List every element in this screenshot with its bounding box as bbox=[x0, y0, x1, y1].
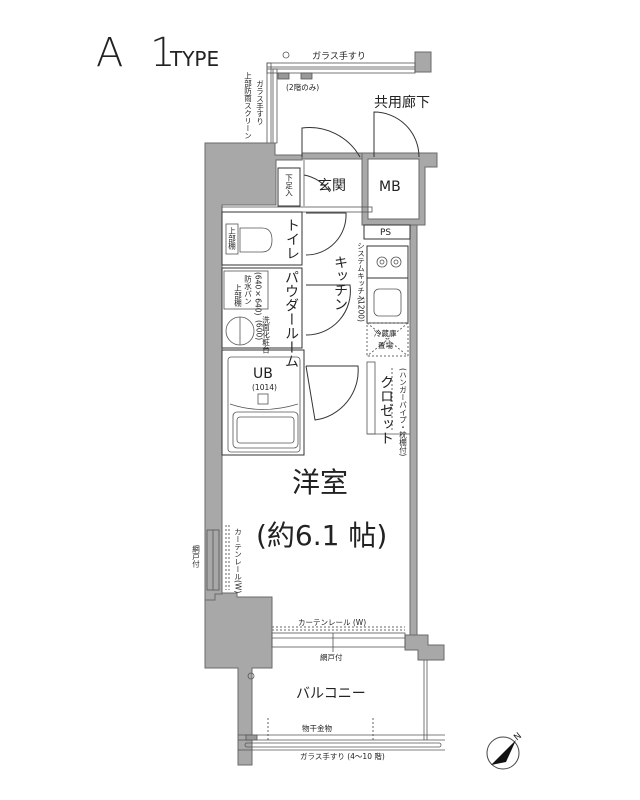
glass-handrail-left-label: ガラス手すり bbox=[255, 80, 264, 126]
front-door-swing bbox=[301, 127, 361, 158]
north-arrow-icon bbox=[491, 740, 516, 765]
toilet-tank bbox=[225, 223, 239, 255]
system-kitchen-size: (1200) bbox=[357, 297, 366, 322]
entrance-area: 下足入 玄関 MB bbox=[221, 111, 420, 213]
waterproof-pan-label: 防水パン bbox=[243, 274, 252, 305]
compass-circle bbox=[486, 736, 520, 770]
waterproof-pan bbox=[223, 270, 269, 310]
kitchen: 冷蔵庫 置場 システムキッチン (1200) キッチン bbox=[332, 242, 409, 357]
side-screen-door-label: 網戸付 bbox=[191, 544, 200, 569]
glass-handrail-bottom-label: ガラス手すり (4〜10 階) bbox=[300, 751, 385, 761]
compass-north-label: N bbox=[512, 731, 524, 743]
drying-hardware-label: 物干金物 bbox=[302, 723, 332, 733]
left-lower-wall bbox=[204, 592, 273, 766]
glass-handrail-bottom bbox=[244, 742, 442, 748]
toilet-door-swing bbox=[305, 212, 347, 256]
shoe-box bbox=[277, 167, 301, 207]
waterproof-pan-size: (640×640) bbox=[254, 272, 263, 316]
room-door-swing bbox=[305, 365, 359, 421]
side-curtain-rail-w: (W) bbox=[234, 580, 243, 593]
ps-label: PS bbox=[380, 228, 391, 238]
second-floor-only-label: (2階のみ) bbox=[286, 82, 319, 92]
western-room-label: 洋室 bbox=[292, 466, 348, 499]
pan-upper-shelf-label: 上部棚 bbox=[233, 284, 242, 308]
glass-handrail-top-label: ガラス手すり bbox=[312, 50, 366, 62]
shoe-box-label: 下足入 bbox=[284, 174, 293, 197]
rain-screen-label: 上部防雨スクリーン bbox=[243, 72, 252, 140]
ub-size: (1014) bbox=[252, 383, 277, 392]
mb-wall bbox=[361, 152, 438, 226]
title-suffix: TYPE bbox=[169, 47, 219, 71]
compass: N bbox=[486, 731, 524, 770]
ps-box bbox=[363, 224, 411, 240]
closet: クロゼット (ハンガーパイプ・枕棚付) bbox=[366, 361, 410, 456]
toilet-bowl bbox=[239, 227, 273, 253]
bathtub bbox=[232, 411, 299, 449]
title-number: 1 bbox=[150, 30, 175, 76]
system-kitchen-label: システムキッチン bbox=[357, 242, 366, 302]
stove bbox=[366, 245, 409, 279]
right-wall bbox=[409, 224, 418, 636]
toilet-upper-shelf-label: 上部棚 bbox=[227, 227, 236, 251]
mb-label: MB bbox=[379, 179, 401, 195]
kitchen-label: キッチン bbox=[332, 255, 348, 311]
mb-door-swing bbox=[373, 111, 420, 158]
powder-door-swing bbox=[305, 284, 351, 336]
powder-room-label: パウダールーム bbox=[283, 270, 299, 368]
balcony: バルコニー 物干金物 ガラス手すり (4〜10 階) bbox=[238, 660, 445, 761]
ub-label: UB bbox=[253, 366, 273, 382]
kitchen-sink bbox=[373, 288, 402, 317]
bottom-screen-door-label: 網戸付 bbox=[320, 652, 343, 662]
top-right-pillar bbox=[414, 51, 432, 73]
side-curtain-rail-label: カーテンレール bbox=[233, 528, 242, 581]
bottom-curtain-rail-label: カーテンレール (W) bbox=[298, 618, 366, 627]
powder-room: (640×640) 防水パン 上部棚 洗面化粧台 (600) パウダールーム bbox=[221, 267, 351, 368]
walls bbox=[204, 142, 445, 766]
hanger-pipe-label: (ハンガーパイプ・枕棚付) bbox=[398, 368, 407, 456]
closet-label: クロゼット bbox=[378, 375, 394, 445]
entrance-label: 玄関 bbox=[318, 177, 346, 194]
balcony-window bbox=[271, 632, 406, 648]
bath-faucet bbox=[257, 393, 269, 405]
vanity-label: 洗面化粧台 bbox=[261, 315, 270, 355]
fridge-label-2: 置場 bbox=[378, 340, 393, 350]
title-letter: A bbox=[96, 30, 123, 76]
fridge-space bbox=[366, 322, 409, 357]
western-room-size: (約6.1 帖) bbox=[256, 519, 387, 552]
western-room: 洋室 (約6.1 帖) 網戸付 カーテンレール (W) カーテンレール (W) … bbox=[191, 466, 406, 662]
common-corridor-label: 共用廊下 bbox=[374, 94, 430, 111]
rail-bracket bbox=[300, 72, 313, 80]
toilet-label: トイレ bbox=[284, 218, 300, 260]
fridge-label-1: 冷蔵庫 bbox=[374, 328, 397, 338]
entrance-door-swing bbox=[303, 174, 331, 193]
plan-title: A 1 TYPE bbox=[96, 30, 219, 76]
unit-bath: UB (1014) bbox=[221, 349, 359, 456]
rail-bracket bbox=[277, 72, 290, 80]
balcony-label: バルコニー bbox=[296, 686, 366, 702]
vanity-size: (600) bbox=[255, 320, 264, 340]
toilet-room: 上部棚 トイレ bbox=[221, 211, 347, 266]
